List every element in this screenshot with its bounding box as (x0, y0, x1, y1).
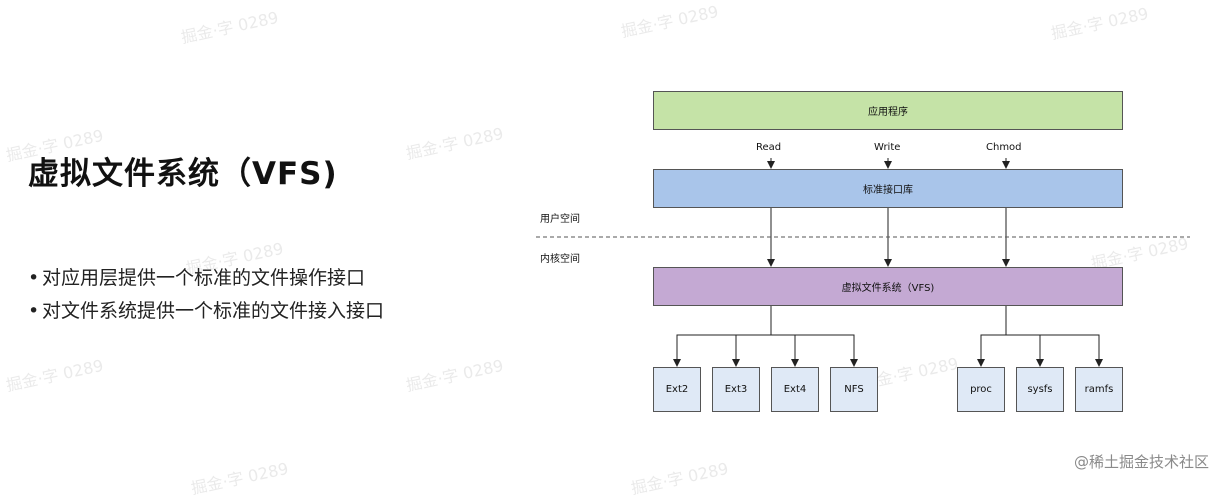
bullet-item: •对应用层提供一个标准的文件操作接口 (28, 262, 384, 295)
proc-connector (977, 306, 1007, 367)
application-label: 应用程序 (868, 107, 908, 118)
bullet-marker: • (28, 267, 40, 289)
sysfs-connector (1006, 334, 1044, 367)
fs-label: Ext4 (783, 384, 807, 395)
bullet-list: •对应用层提供一个标准的文件操作接口 •对文件系统提供一个标准的文件接入接口 (28, 262, 384, 328)
fs-label: Ext2 (665, 384, 689, 395)
fs-box-nfs: NFS (830, 367, 878, 412)
application-box: 应用程序 (653, 91, 1123, 130)
standard-library-box: 标准接口库 (653, 169, 1123, 208)
read-call-label: Read (756, 142, 782, 153)
fs-box-ext4: Ext4 (771, 367, 819, 412)
fs-box-ext3: Ext3 (712, 367, 760, 412)
ext2-connector (673, 306, 772, 367)
nfs-connector (771, 334, 858, 367)
ext4-connector (771, 334, 799, 367)
source-credit: @稀土掘金技术社区 (1073, 453, 1209, 471)
ext3-connector (732, 334, 771, 367)
fs-box-ext2: Ext2 (653, 367, 701, 412)
kernel-space-label: 内核空间 (540, 254, 580, 265)
bullet-text: 对应用层提供一个标准的文件操作接口 (42, 267, 366, 289)
vfs-box: 虚拟文件系统（VFS) (653, 267, 1123, 306)
chmod-call-label: Chmod (986, 142, 1022, 153)
fs-label: sysfs (1027, 384, 1053, 395)
fs-box-ramfs: ramfs (1075, 367, 1123, 412)
fs-label: NFS (844, 384, 864, 395)
bullet-marker: • (28, 300, 40, 322)
ramfs-connector (1006, 334, 1103, 367)
standard-library-label: 标准接口库 (863, 185, 913, 196)
fs-label: Ext3 (724, 384, 748, 395)
fs-label: ramfs (1084, 384, 1114, 395)
fs-label: proc (970, 384, 992, 395)
user-space-label: 用户空间 (540, 214, 580, 225)
write-call-label: Write (874, 142, 901, 153)
vfs-label: 虚拟文件系统（VFS) (841, 283, 935, 294)
bullet-item: •对文件系统提供一个标准的文件接入接口 (28, 295, 384, 328)
slide-title: 虚拟文件系统（VFS) (28, 156, 338, 192)
bullet-text: 对文件系统提供一个标准的文件接入接口 (42, 300, 385, 322)
fs-box-sysfs: sysfs (1016, 367, 1064, 412)
fs-box-proc: proc (957, 367, 1005, 412)
